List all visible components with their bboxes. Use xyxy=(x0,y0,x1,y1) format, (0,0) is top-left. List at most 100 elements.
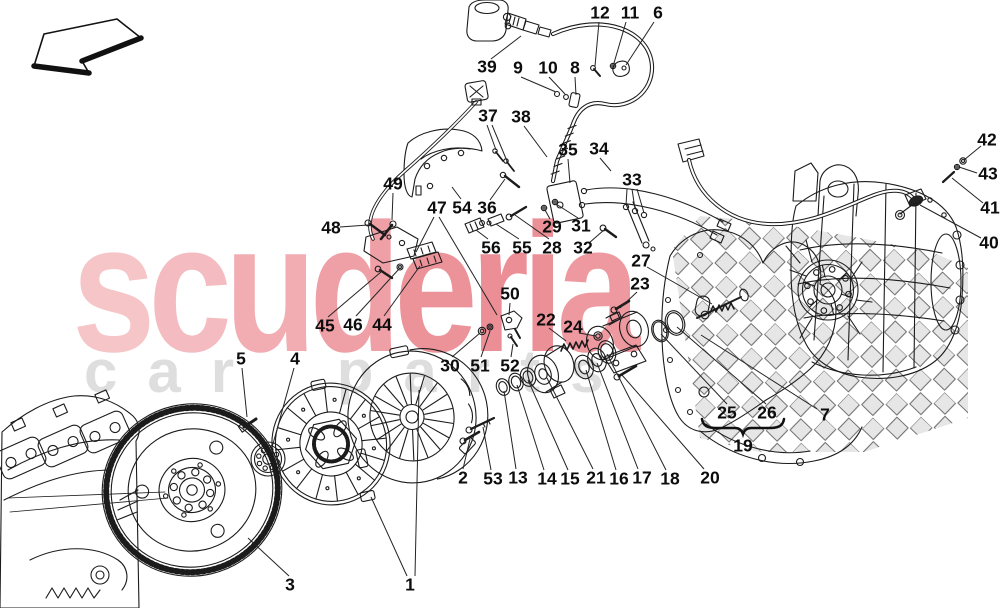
leader-line-56 xyxy=(475,229,489,240)
part-label-55: 55 xyxy=(512,237,532,258)
part-label-22: 22 xyxy=(536,309,556,330)
part-label-41: 41 xyxy=(980,197,1000,218)
leader-line-47 xyxy=(438,216,498,316)
part-label-9: 9 xyxy=(513,57,523,78)
leader-line-34 xyxy=(599,157,612,172)
part-label-39: 39 xyxy=(477,56,497,77)
leader-line-24 xyxy=(578,332,597,337)
part-label-23: 23 xyxy=(630,273,650,294)
checkered-flag-watermark xyxy=(672,216,968,452)
part-label-29: 29 xyxy=(542,216,562,237)
leader-line-18 xyxy=(606,353,667,471)
leader-line-42 xyxy=(963,145,982,161)
part-label-31: 31 xyxy=(571,215,591,236)
part-label-54: 54 xyxy=(452,197,472,218)
part-label-51: 51 xyxy=(470,355,490,376)
part-label-43: 43 xyxy=(978,163,998,184)
part-label-45: 45 xyxy=(315,315,335,336)
part-label-47: 47 xyxy=(427,197,447,218)
part-label-8: 8 xyxy=(570,57,580,78)
part-label-52: 52 xyxy=(500,355,520,376)
part-label-28: 28 xyxy=(542,237,562,258)
part-label-25: 25 xyxy=(717,402,737,423)
leader-line-53 xyxy=(482,426,492,471)
part-label-16: 16 xyxy=(609,468,629,489)
leader-line-30 xyxy=(451,332,481,358)
part-label-17: 17 xyxy=(632,467,652,488)
leader-line-50 xyxy=(508,302,511,316)
leader-line-22 xyxy=(548,327,567,342)
spacer-plate xyxy=(250,441,286,477)
part-label-30: 30 xyxy=(440,355,460,376)
leader-line-21 xyxy=(546,377,594,470)
leader-line-15 xyxy=(527,379,569,471)
part-label-12: 12 xyxy=(590,2,610,23)
leader-line-1 xyxy=(370,496,408,577)
clutch-disc xyxy=(271,378,391,506)
leader-line-37 xyxy=(486,124,497,151)
part-label-27: 27 xyxy=(631,250,651,271)
leader-line-39 xyxy=(490,35,522,60)
leader-line-23 xyxy=(619,291,638,309)
leader-line-28 xyxy=(514,214,550,240)
leader-line-29 xyxy=(544,209,551,220)
leader-line-49 xyxy=(391,192,394,221)
part-label-15: 15 xyxy=(560,468,580,489)
leader-line-54 xyxy=(451,186,462,200)
part-label-24: 24 xyxy=(563,316,583,337)
part-label-32: 32 xyxy=(573,237,593,258)
part-label-42: 42 xyxy=(977,129,997,150)
part-label-20: 20 xyxy=(700,467,720,488)
part-label-50: 50 xyxy=(500,283,520,304)
leader-line-44 xyxy=(383,265,421,317)
part-label-49: 49 xyxy=(383,173,403,194)
engine-block xyxy=(0,389,140,608)
part-label-44: 44 xyxy=(372,314,392,335)
part-label-6: 6 xyxy=(653,2,663,23)
leader-line-1 xyxy=(414,389,420,577)
leader-line-20 xyxy=(621,374,705,470)
watermark-car-parts: car parts xyxy=(84,338,634,405)
leader-line-31 xyxy=(555,203,579,219)
leader-line-48 xyxy=(339,224,369,228)
leader-line-3 xyxy=(247,537,290,577)
part-label-2: 2 xyxy=(458,467,468,488)
part-label-53: 53 xyxy=(483,468,503,489)
leader-line-35 xyxy=(567,158,571,184)
leader-line-17 xyxy=(596,362,639,470)
assembly-axis-line xyxy=(7,491,169,513)
leader-line-47 xyxy=(415,216,435,253)
part-label-14: 14 xyxy=(537,468,557,489)
part-label-38: 38 xyxy=(511,106,531,127)
part-label-37: 37 xyxy=(478,105,498,126)
part-label-4: 4 xyxy=(290,348,300,369)
speed-sensor-cable xyxy=(677,138,967,227)
pressure-plate xyxy=(347,345,489,484)
part-label-7: 7 xyxy=(820,404,830,425)
leader-line-14 xyxy=(516,384,545,471)
leader-line-52 xyxy=(510,343,514,358)
leader-line-27 xyxy=(646,266,713,305)
part-label-48: 48 xyxy=(321,217,341,238)
hose-bracket-assembly xyxy=(363,219,443,280)
leader-line-32 xyxy=(588,229,605,244)
part-label-21: 21 xyxy=(586,467,606,488)
leader-line-25 xyxy=(660,333,728,405)
leader-line-9 xyxy=(520,76,557,93)
leader-line-11 xyxy=(613,21,627,64)
part-label-3: 3 xyxy=(285,574,295,595)
leader-line-16 xyxy=(585,369,617,471)
leader-line-40 xyxy=(919,204,982,239)
part-label-56: 56 xyxy=(481,237,501,258)
leader-line-13 xyxy=(503,390,517,470)
leader-line-51 xyxy=(480,330,491,358)
leader-line-10 xyxy=(548,76,566,95)
leader-line-6 xyxy=(625,21,655,66)
leader-line-5 xyxy=(241,367,248,418)
group-brace-19 xyxy=(700,417,786,439)
part-label-26: 26 xyxy=(757,402,777,423)
part-label-36: 36 xyxy=(477,197,497,218)
leader-line-43 xyxy=(958,166,978,174)
